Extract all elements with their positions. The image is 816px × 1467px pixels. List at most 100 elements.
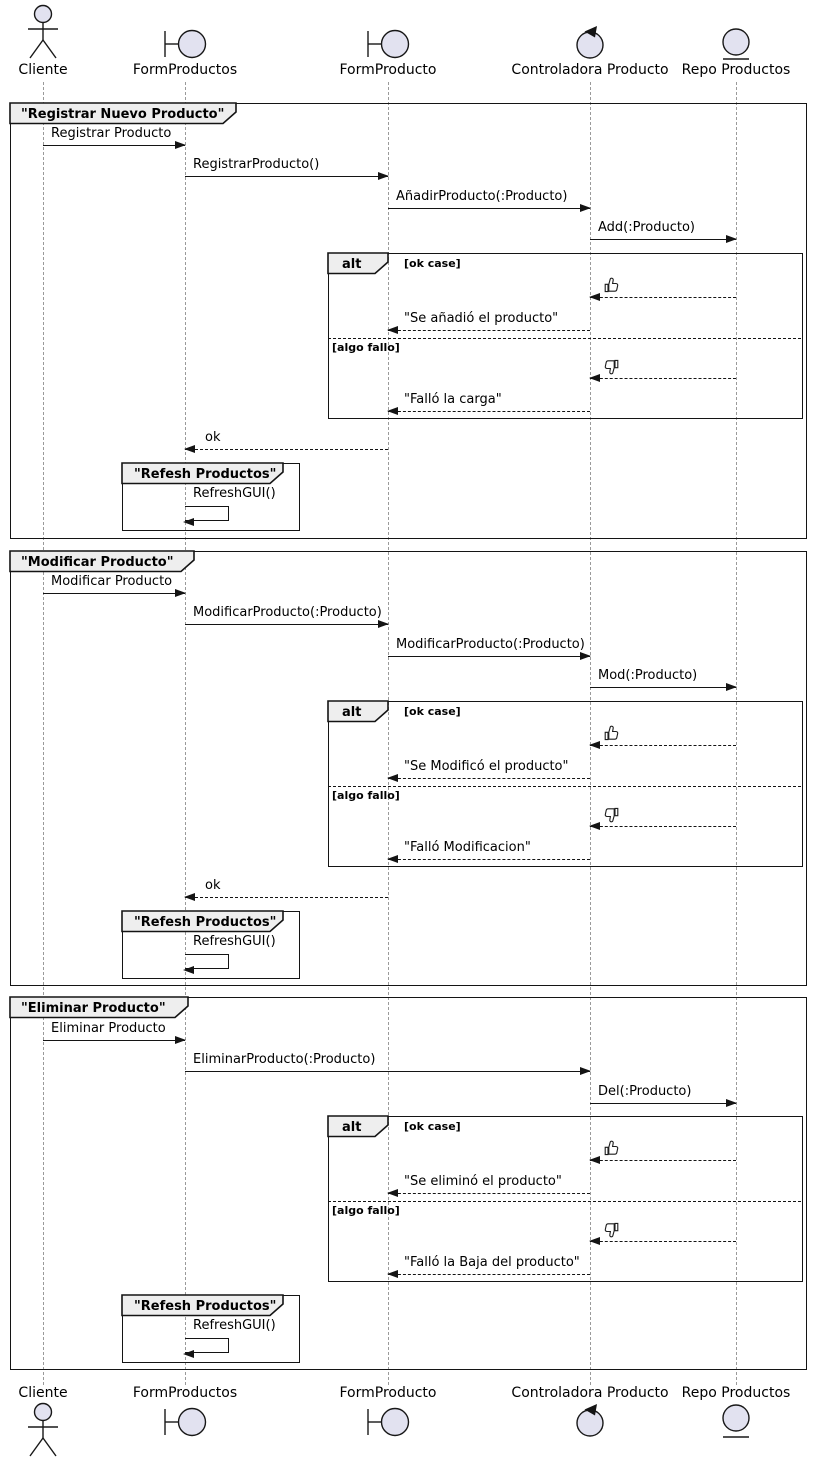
arrowhead-icon xyxy=(726,1099,737,1107)
frame-title-tab: "Registrar Nuevo Producto" xyxy=(9,102,238,125)
return-label: ok xyxy=(205,878,221,893)
alt-keyword: alt xyxy=(342,257,361,272)
self-message-label: RefreshGUI() xyxy=(193,1318,276,1333)
self-message-label: RefreshGUI() xyxy=(193,486,276,501)
guard-ok: [ok case] xyxy=(404,257,461,270)
arrowhead-icon xyxy=(387,407,398,415)
participant-label-controladora: Controladora Producto xyxy=(511,62,669,78)
return-arrow xyxy=(387,855,590,863)
participant-label-repo: Repo Productos xyxy=(681,1385,791,1401)
message-label: Mod(:Producto) xyxy=(598,668,698,683)
arrowhead-icon xyxy=(726,683,737,691)
message-arrow xyxy=(388,652,591,660)
return-arrow xyxy=(184,893,388,901)
guard-fail: [algo fallo] xyxy=(332,1204,400,1217)
message-arrow xyxy=(388,204,591,212)
guard-fail: [algo fallo] xyxy=(332,789,400,802)
alt-divider xyxy=(328,786,801,787)
arrowhead-icon xyxy=(378,620,389,628)
message-label: AñadirProducto(:Producto) xyxy=(396,189,568,204)
thumbs-down-icon xyxy=(603,1221,620,1238)
arrowhead-icon xyxy=(589,822,600,830)
actor-icon xyxy=(28,1402,58,1457)
message-label: Del(:Producto) xyxy=(598,1084,692,1099)
frame-title-tab: "Refesh Productos" xyxy=(121,1294,285,1317)
message-label: Add(:Producto) xyxy=(598,220,696,235)
lifeline-controladora xyxy=(590,82,591,1385)
frame-title-tab: "Refesh Productos" xyxy=(121,462,285,485)
boundary-icon xyxy=(367,1407,410,1437)
alt-tab: alt xyxy=(327,252,390,275)
self-message-arrow xyxy=(183,1338,229,1358)
lifeline-formproducto xyxy=(388,82,389,1385)
participant-label-controladora: Controladora Producto xyxy=(511,1385,669,1401)
return-arrow xyxy=(387,1189,590,1197)
lifeline-formproductos xyxy=(185,82,186,1385)
participant-label-cliente: Cliente xyxy=(18,1385,68,1401)
return-arrow xyxy=(387,1270,590,1278)
arrowhead-icon xyxy=(175,141,186,149)
reply-label: "Se añadió el producto" xyxy=(404,311,559,326)
message-arrow xyxy=(185,620,389,628)
control-icon xyxy=(576,1404,604,1437)
alt-fragment: alt xyxy=(327,700,803,867)
arrowhead-icon xyxy=(589,293,600,301)
arrowhead-icon xyxy=(387,1270,398,1278)
return-arrow xyxy=(387,407,590,415)
boundary-icon xyxy=(164,1407,207,1437)
frame-title: "Eliminar Producto" xyxy=(21,1001,166,1016)
self-message-label: RefreshGUI() xyxy=(193,934,276,949)
frame-title: "Refesh Productos" xyxy=(134,467,276,482)
reply-label: "Falló la Baja del producto" xyxy=(404,1255,580,1270)
return-arrow xyxy=(589,741,736,749)
alt-keyword: alt xyxy=(342,705,361,720)
return-arrow xyxy=(589,1156,736,1164)
lifeline-cliente xyxy=(43,82,44,1385)
boundary-icon xyxy=(367,29,410,59)
return-arrow xyxy=(589,1237,736,1245)
message-arrow xyxy=(590,683,737,691)
return-arrow xyxy=(589,822,736,830)
message-label: Eliminar Producto xyxy=(51,1021,166,1036)
guard-fail: [algo fallo] xyxy=(332,341,400,354)
arrowhead-icon xyxy=(589,1156,600,1164)
participant-label-formproducto: FormProducto xyxy=(339,62,437,78)
message-label: Modificar Producto xyxy=(51,574,173,589)
return-arrow xyxy=(387,326,590,334)
frame-title-tab: "Modificar Producto" xyxy=(9,550,196,573)
return-arrow xyxy=(589,374,736,382)
thumbs-up-icon xyxy=(603,1140,620,1157)
frame-eliminar-producto: "Eliminar Producto" xyxy=(9,996,807,1370)
arrowhead-icon xyxy=(580,204,591,212)
arrowhead-icon xyxy=(175,589,186,597)
arrowhead-icon xyxy=(589,1237,600,1245)
arrowhead-icon xyxy=(589,374,600,382)
arrowhead-icon xyxy=(183,1349,194,1358)
reply-label: "Falló la carga" xyxy=(404,392,502,407)
frame-refresh-productos: "Refesh Productos" xyxy=(121,910,300,979)
message-arrow xyxy=(43,141,186,149)
alt-tab: alt xyxy=(327,700,390,723)
frame-title-tab: "Refesh Productos" xyxy=(121,910,285,933)
arrowhead-icon xyxy=(726,235,737,243)
frame-refresh-productos: "Refesh Productos" xyxy=(121,1294,300,1363)
self-message-arrow xyxy=(183,506,229,526)
arrowhead-icon xyxy=(387,326,398,334)
arrowhead-icon xyxy=(387,855,398,863)
participant-label-formproducto: FormProducto xyxy=(339,1385,437,1401)
guard-ok: [ok case] xyxy=(404,1120,461,1133)
arrowhead-icon xyxy=(589,741,600,749)
arrowhead-icon xyxy=(183,517,194,526)
message-label: ModificarProducto(:Producto) xyxy=(396,637,585,652)
arrowhead-icon xyxy=(175,1036,186,1044)
frame-title: "Refesh Productos" xyxy=(134,915,276,930)
arrowhead-icon xyxy=(184,445,195,453)
self-message-arrow xyxy=(183,954,229,974)
frame-registrar-nuevo-producto: "Registrar Nuevo Producto" xyxy=(9,102,807,539)
message-arrow xyxy=(590,235,737,243)
alt-tab: alt xyxy=(327,1115,390,1138)
frame-title: "Registrar Nuevo Producto" xyxy=(21,107,224,122)
arrowhead-icon xyxy=(580,1067,591,1075)
alt-fragment: alt xyxy=(327,252,803,419)
arrowhead-icon xyxy=(580,652,591,660)
